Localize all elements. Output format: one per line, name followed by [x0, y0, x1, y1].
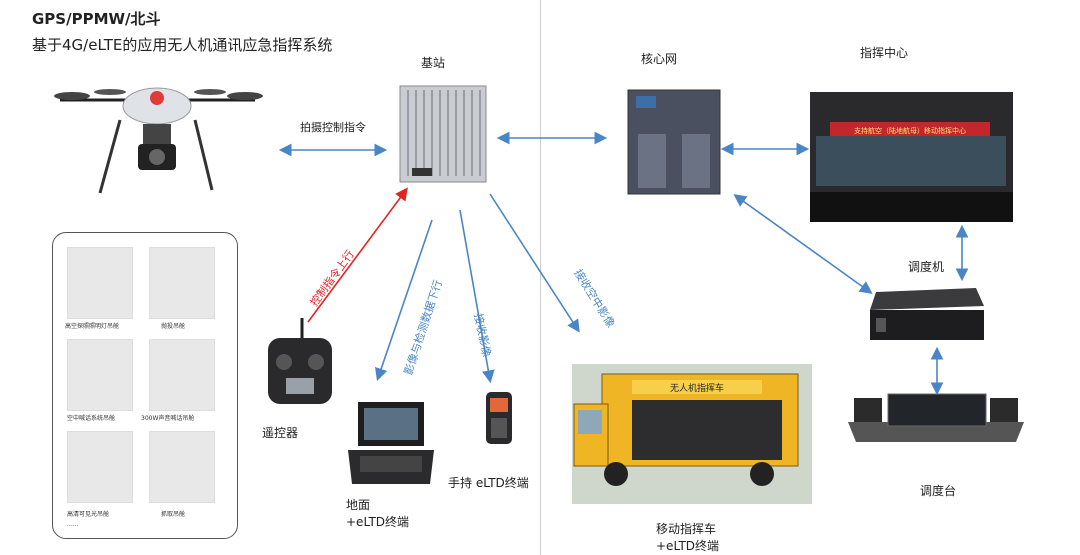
vehicle-side-text: 无人机指挥车 [670, 382, 724, 394]
diagram-subtitle: 基于4G/eLTE的应用无人机通讯应急指挥系统 [32, 36, 333, 54]
payload-thumb-1 [67, 247, 133, 319]
payload-caption-6: 抓取吊舱 [161, 511, 186, 518]
link-shoot-control: 拍摄控制指令 [300, 121, 366, 134]
payload-caption-3: 空中喊话系统吊舱 [67, 415, 116, 422]
drone-image [50, 78, 265, 208]
remote-controller-image [268, 318, 332, 404]
vehicle-label-2: +eLTD终端 [656, 539, 720, 553]
core-network-label: 核心网 [641, 52, 678, 66]
payload-more: ...... [67, 521, 79, 528]
payload-panel: 高空探照照明灯吊舱 抛投吊舱 空中喊话系统吊舱 300W声音喊话吊舱 高清可见光… [52, 232, 238, 539]
ground-terminal-label-1: 地面 [346, 498, 371, 512]
payload-thumb-2 [149, 247, 215, 319]
payload-caption-4: 300W声音喊话吊舱 [141, 415, 195, 422]
payload-caption-5: 高清可见光吊舱 [67, 511, 110, 518]
diagram-title: GPS/PPMW/北斗 [32, 10, 161, 28]
payload-caption-1: 高空探照照明灯吊舱 [65, 323, 120, 330]
command-center-label: 指挥中心 [860, 46, 909, 60]
payload-thumb-6 [149, 431, 215, 503]
handheld-terminal-image [486, 392, 512, 444]
remote-controller-label: 遥控器 [262, 426, 299, 440]
payload-thumb-4 [149, 339, 215, 411]
dispatcher-image [870, 288, 984, 340]
arrow-to-ground [375, 219, 433, 382]
core-network-image [627, 89, 721, 195]
console-label: 调度台 [920, 484, 957, 498]
vehicle-label-1: 移动指挥车 [656, 522, 717, 536]
base-station-image [399, 85, 487, 183]
base-station-label: 基站 [421, 56, 446, 70]
arrow-to-handheld [459, 209, 495, 384]
handheld-terminal-label: 手持 eLTD终端 [448, 476, 529, 490]
section-divider [540, 0, 541, 555]
console-image [848, 393, 1024, 442]
arrow-core-dispatcher [733, 194, 873, 294]
command-vehicle-image: 无人机指挥车 [572, 364, 812, 504]
payload-caption-2: 抛投吊舱 [161, 323, 186, 330]
payload-thumb-5 [67, 431, 133, 503]
ground-terminal-image [348, 402, 434, 484]
dispatcher-label: 调度机 [908, 260, 945, 274]
arrow-to-vehicle [489, 193, 580, 333]
payload-thumb-3 [67, 339, 133, 411]
command-screen-text: 支持航空（陆地航母）移动指挥中心 [854, 126, 966, 135]
ground-terminal-label-2: +eLTD终端 [346, 515, 410, 529]
arrow-remote-uplink [307, 187, 408, 323]
